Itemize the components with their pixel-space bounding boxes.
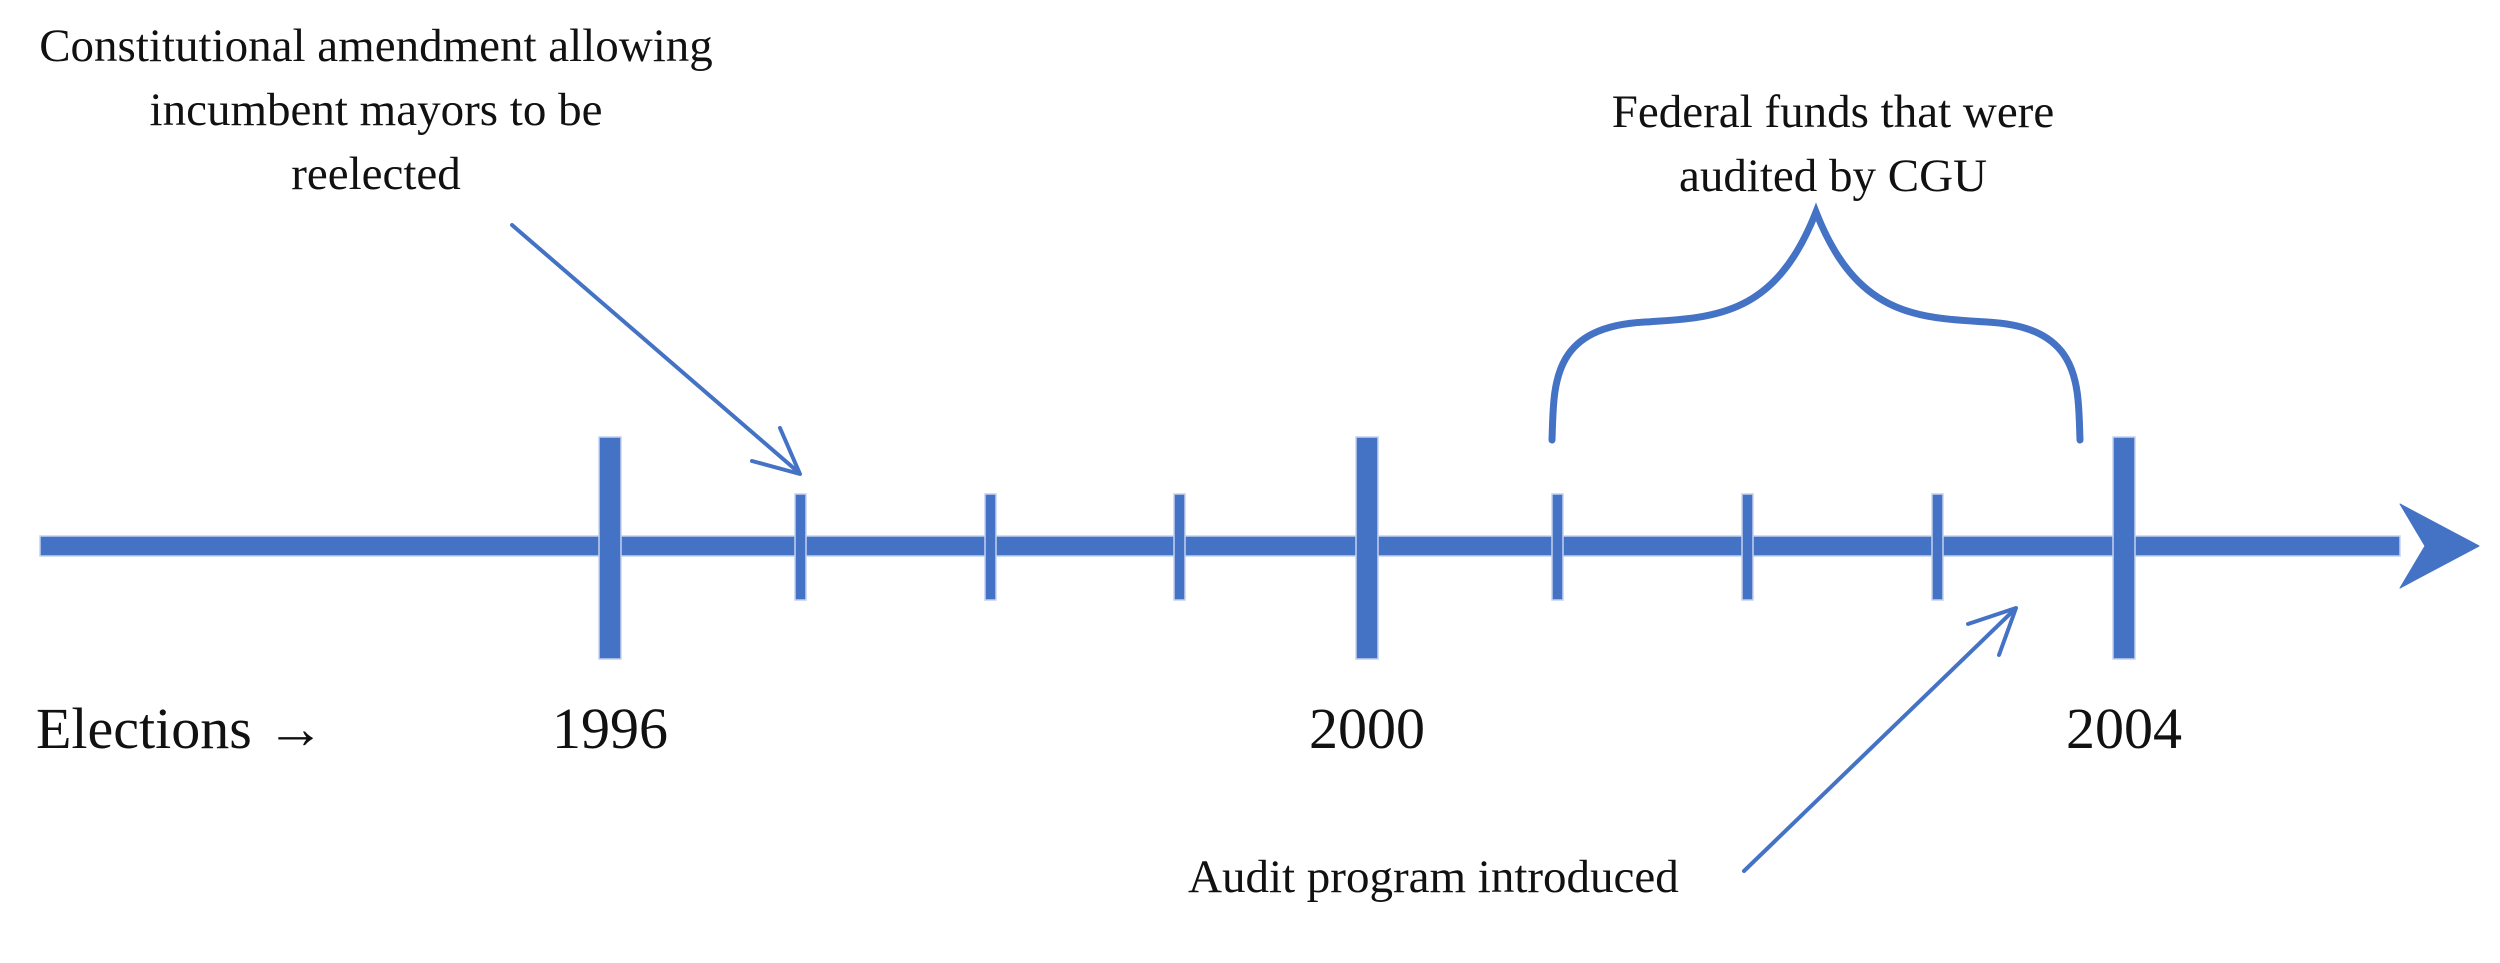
- year-label-2004: 2004: [2066, 696, 2182, 761]
- amendment-arrow: [510, 223, 799, 473]
- timeline-axis-bar: [39, 535, 2401, 557]
- year-label-1996: 1996: [552, 696, 668, 761]
- election-tick-1996: [598, 436, 622, 660]
- minor-tick: [1173, 493, 1186, 601]
- federal-funds-annotation: Federal funds that were audited by CGU: [1611, 86, 2055, 202]
- elections-axis-label: Elections →: [36, 696, 325, 761]
- amendment-annotation: Constitutional amendment allowing incumb…: [39, 20, 713, 200]
- minor-tick: [984, 493, 997, 601]
- minor-tick: [1741, 493, 1754, 601]
- minor-tick: [1931, 493, 1944, 601]
- year-label-2000: 2000: [1309, 696, 1425, 761]
- election-tick-2000: [1355, 436, 1379, 660]
- election-tick-2004: [2112, 436, 2136, 660]
- timeline-arrowhead: [2399, 503, 2480, 589]
- audit-annotation: Audit program introduced: [1188, 851, 1679, 903]
- audited-funds-brace: [1548, 202, 2084, 444]
- minor-tick: [1551, 493, 1564, 601]
- amendment-arrowhead: [750, 426, 802, 476]
- audit-arrow: [1742, 608, 2016, 873]
- minor-tick: [794, 493, 807, 601]
- audit-arrowhead: [1966, 606, 2018, 657]
